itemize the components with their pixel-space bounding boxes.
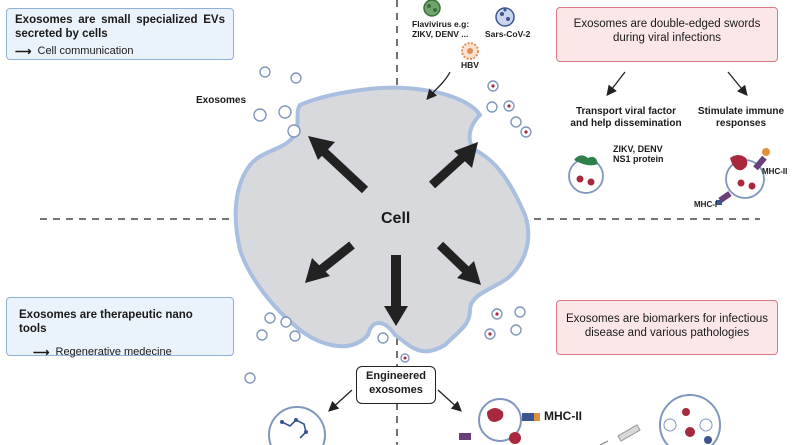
immune-branch-label: Stimulate immune responses [697,106,785,129]
top-right-info-box: Exosomes are double-edged swords during … [556,7,778,62]
bottom-right-title: Exosomes are biomarkers for infectious d… [566,313,768,340]
syringe-icon [599,424,641,445]
zikv-protein-label: ZIKV, DENV NS1 protein [613,144,664,165]
bottom-left-title: Exosomes are therapeutic nano tools [19,309,193,336]
drug-loaded-exosome-icon [268,406,326,445]
top-left-info-box: Exosomes are small specialized EVs secre… [6,8,234,60]
hbv-label: HBV [461,60,479,70]
top-left-sub: Cell communication [37,45,134,58]
right-arrow-icon: ⟶ [33,346,50,359]
arrow-up-left [308,136,369,194]
flavivirus-icon [423,0,441,17]
biomarker-tube-icon [659,394,721,445]
viral-cargo-exosome-icon [568,155,604,194]
arrow-up-right [428,142,478,189]
mhc-exosome-bottom-icon [459,398,540,444]
engineered-exosomes-label: Engineered exosomes [366,370,426,396]
bottom-left-info-box: Exosomes are therapeutic nano tools ⟶ Re… [6,297,234,359]
top-left-sub-row: ⟶ Cell communication [15,45,225,59]
branch-arrow-left [606,71,626,97]
branch-arrow-right [727,71,748,97]
arrow-down-left [305,241,355,283]
exosome-cluster-bottomleft [244,312,389,384]
mhc2-bottom-label: MHC-II [544,409,582,423]
engineered-arrow-right [437,389,462,412]
exosome-cluster-topleft [253,66,302,138]
bottom-left-sub-row: ⟶ Regenerative medecine [33,346,221,360]
bottom-left-sub: Regenerative medecine [55,346,172,359]
arrow-down-right [436,241,481,285]
exosome-cargo-dots [403,84,528,360]
engineered-arrow-left [328,389,353,412]
immune-exosome-icon [716,148,770,205]
flavivirus-label: Flavivirus e.g: ZIKV, DENV ... [412,19,470,39]
hbv-icon [461,42,479,60]
mhc1-label: MHC-I [694,200,718,209]
arrow-down [384,255,408,326]
top-right-title: Exosomes are double-edged swords during … [573,18,761,45]
cell-label: Cell [378,210,414,229]
exosome-cluster-topright [486,80,532,138]
mhc2-label: MHC-II [762,167,788,176]
sars-cov-2-icon [495,7,515,27]
bottom-right-info-box: Exosomes are biomarkers for infectious d… [556,300,778,355]
sars-cov-2-label: Sars-CoV-2 [485,29,531,39]
transport-branch-label: Transport viral factor and help dissemin… [570,106,682,129]
right-arrow-icon: ⟶ [15,45,32,58]
exosomes-label: Exosomes [196,95,247,106]
top-left-title: Exosomes are small specialized EVs secre… [15,14,225,41]
engineered-exosomes-box: Engineered exosomes [356,366,436,404]
virus-entry-arrow [426,71,451,100]
